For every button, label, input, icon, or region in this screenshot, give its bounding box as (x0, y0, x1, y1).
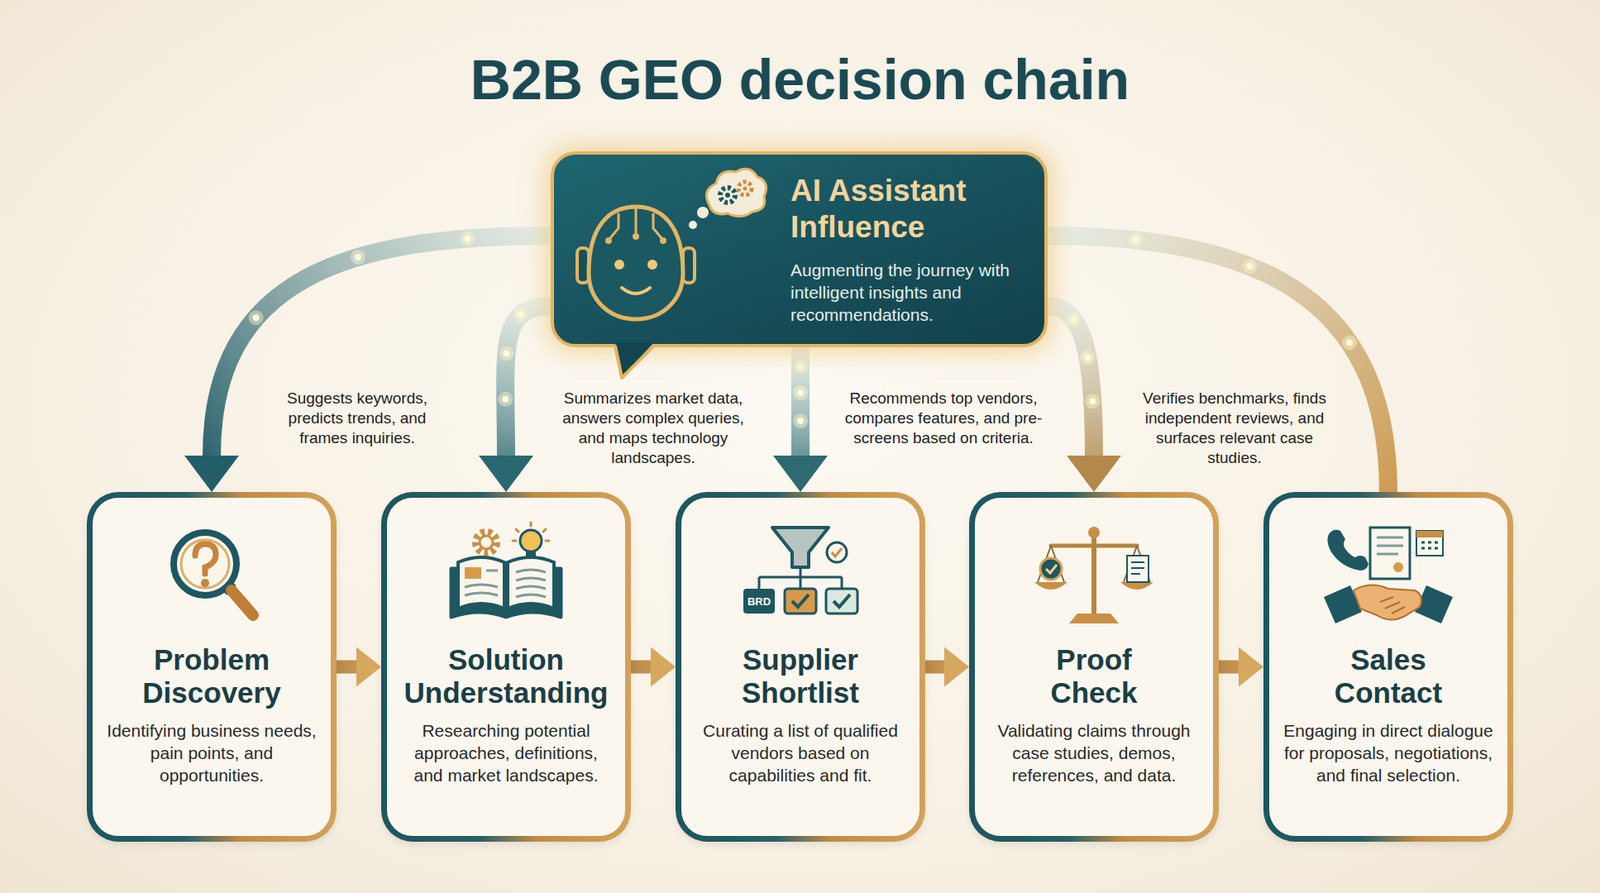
connector-line (336, 660, 357, 674)
stage-heading: Sales Contact (1334, 643, 1443, 710)
stage-box: Sales ContactEngaging in direct dialogue… (1263, 491, 1514, 842)
glow-halo (459, 230, 475, 246)
assistant-description: Augmenting the journey with intelligent … (790, 258, 1027, 326)
icon-caption: BRD (747, 595, 771, 608)
flow-arrow (1218, 647, 1264, 688)
diagram-title: B2B GEO decision chain (0, 44, 1600, 115)
arrow-head (184, 455, 239, 492)
stage-box: Problem DiscoveryIdentifying business ne… (86, 491, 337, 842)
stage-description: Validating claims through case studies, … (988, 719, 1200, 787)
connector-line (1047, 305, 1094, 456)
stage-description: Engaging in direct dialogue for proposal… (1283, 719, 1495, 787)
glow-halo (1127, 232, 1143, 248)
influence-arrow (478, 305, 551, 492)
connector-line (211, 235, 551, 456)
glow-dot (463, 234, 471, 242)
glow-halo (497, 391, 513, 407)
stage-box: Solution UnderstandingResearching potent… (381, 491, 631, 842)
glow-halo (1242, 258, 1258, 274)
arrow-head (944, 647, 970, 688)
bubble-tail-outline (615, 345, 655, 378)
glow-dot (354, 253, 362, 261)
glow-dot (797, 417, 804, 425)
glow-dot (1346, 339, 1353, 346)
stage-heading: Solution Understanding (404, 643, 609, 710)
connector-line (1047, 235, 1389, 492)
arrow-head (356, 647, 382, 688)
glow-dot (1084, 353, 1091, 361)
glow-halo (1342, 334, 1357, 350)
glow-dot (1088, 397, 1096, 405)
glow-halo (1079, 349, 1095, 365)
stage-heading: Problem Discovery (142, 643, 281, 710)
glow-dot (1070, 315, 1078, 323)
influence-arrow (184, 230, 551, 492)
connector-label: Verifies benchmarks, finds independent r… (1131, 388, 1338, 469)
glow-halo (792, 385, 808, 401)
arrow-head (773, 455, 828, 492)
connector-line (630, 660, 651, 674)
flow-arrow (925, 647, 970, 688)
stage-box: Supplier ShortlistCurating a list of qua… (675, 491, 926, 842)
arrow-head (1238, 647, 1264, 688)
connector-line (925, 660, 945, 674)
connector-label: Suggests keywords, predicts trends, and … (274, 388, 440, 449)
glow-dot (501, 396, 509, 403)
glow-dot (797, 363, 804, 371)
glow-halo (1066, 311, 1082, 327)
glow-halo (350, 249, 366, 265)
influence-arrow (773, 347, 828, 492)
stage-description: Identifying business needs, pain points,… (106, 719, 318, 787)
flow-arrow (630, 647, 676, 688)
flow-arrow (336, 647, 382, 688)
glow-dot (1131, 236, 1139, 244)
connector-line (505, 305, 551, 456)
assistant-bubble: AI Assistant InfluenceAugmenting the jou… (550, 151, 1048, 348)
influence-arrow (1047, 232, 1389, 492)
connector-label: Recommends top vendors, compares feature… (844, 388, 1043, 449)
stage-heading: Supplier Shortlist (741, 643, 860, 710)
glow-dot (253, 314, 260, 321)
glow-halo (792, 359, 808, 375)
glow-halo (1084, 393, 1100, 409)
bubble-tail-fill (615, 342, 655, 378)
arrow-head (1066, 455, 1122, 492)
stage-box: Proof CheckValidating claims through cas… (969, 491, 1219, 842)
glow-halo (792, 413, 808, 429)
bubble-tail (615, 342, 655, 378)
influence-arrow (1047, 305, 1122, 492)
glow-halo (498, 345, 514, 361)
connector-label: Summarizes market data, answers complex … (549, 388, 757, 469)
arrow-head (478, 455, 534, 492)
glow-dot (517, 311, 525, 319)
glow-halo (248, 310, 264, 325)
stage-heading: Proof Check (1050, 643, 1137, 710)
connector-line (791, 347, 810, 456)
glow-dot (502, 349, 510, 357)
stage-description: Researching potential approaches, defini… (401, 719, 612, 787)
assistant-heading: AI Assistant Influence (790, 172, 1031, 246)
arrow-head (650, 647, 676, 688)
glow-halo (513, 307, 529, 323)
glow-dot (797, 389, 804, 397)
connector-line (1218, 660, 1239, 674)
glow-dot (1246, 262, 1254, 270)
stage-description: Curating a list of qualified vendors bas… (695, 719, 907, 787)
